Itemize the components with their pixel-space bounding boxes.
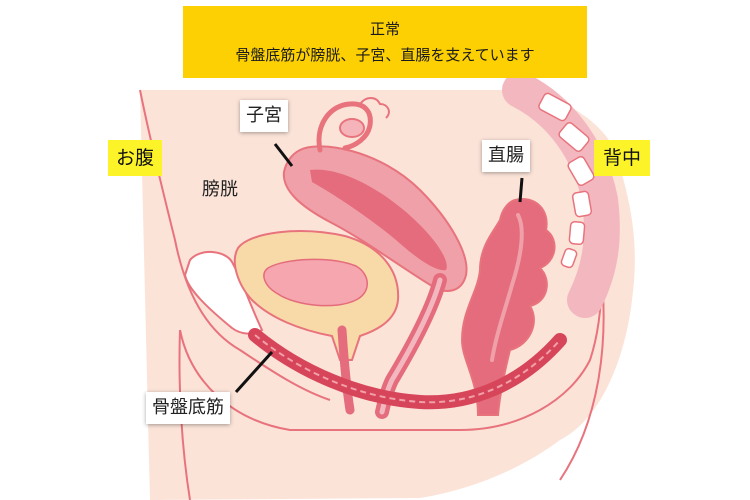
fimbriae [359, 97, 390, 119]
label-uterus: 子宮 [240, 100, 288, 132]
urethra [337, 325, 355, 415]
uterus-cavity [310, 169, 447, 271]
pelvic-floor-leader-line [234, 350, 274, 394]
title-box: 正常 骨盤底筋が膀胱、子宮、直腸を支えています [183, 6, 587, 78]
bladder-inner [263, 258, 368, 307]
ovary [339, 118, 365, 138]
vertebrae [538, 92, 595, 269]
label-rectum: 直腸 [482, 140, 530, 172]
fallopian-tube [316, 101, 373, 153]
pelvic-floor-muscle [248, 328, 567, 410]
rectum-highlight [490, 213, 524, 362]
label-back: 背中 [594, 140, 650, 176]
rectum-leader-line [518, 177, 524, 203]
subtitle: 骨盤底筋が膀胱、子宮、直腸を支えています [235, 46, 535, 64]
title: 正常 [369, 20, 400, 38]
pubic-bone [183, 251, 264, 335]
label-front: お腹 [108, 140, 162, 176]
uterus-leader-line [273, 143, 294, 167]
label-bladder: 膀胱 [202, 179, 238, 200]
label-pelvic-floor: 骨盤底筋 [146, 392, 230, 424]
